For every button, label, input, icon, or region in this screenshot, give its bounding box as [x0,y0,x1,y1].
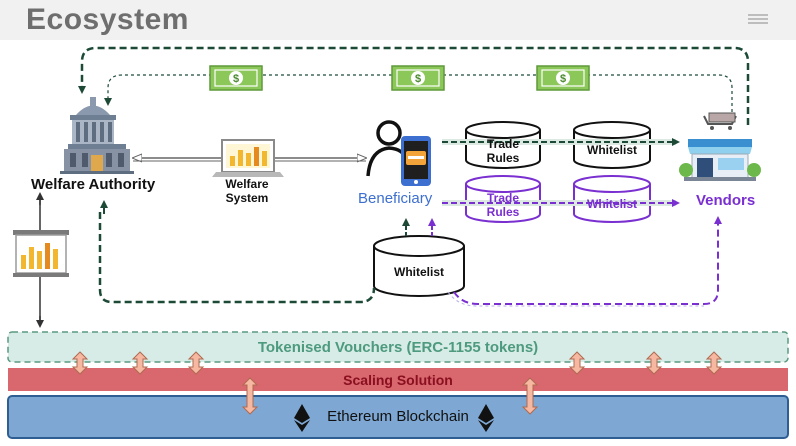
layer-link-arrows [71,351,723,415]
shop-cart-icon [679,112,761,181]
projector-chart-icon [13,230,69,277]
svg-text:$: $ [415,73,421,85]
dollar-bill-icon: $ [209,65,263,91]
dollar-bill-icon: $ [391,65,445,91]
dollar-bill-icon: $ [536,65,590,91]
page-title: Ecosystem [26,3,189,36]
title-bar [0,0,796,40]
scaling-solution-layer [8,368,788,391]
laptop-chart-icon [212,139,284,177]
hamburger-menu-icon[interactable] [748,14,768,24]
svg-text:$: $ [233,73,239,85]
whitelist-label: Whitelist [587,143,637,157]
ethereum-layer [7,395,789,439]
person-phone-icon [366,120,431,186]
scaling-solution-label: Scaling Solution [343,372,453,388]
welfare-system-label: Welfare System [225,177,269,205]
ethereum-logo-icon [478,404,494,432]
authority-to-whitelist-loop [98,200,376,304]
tokenised-vouchers-label: Tokenised Vouchers (ERC-1155 tokens) [257,339,539,356]
ethereum-logo-icon [294,404,310,432]
whitelist-to-vendors-loop [447,216,722,307]
whitelist-purple-label: Whitelist [587,197,637,211]
center-whitelist-label: Whitelist [394,265,444,279]
government-building-icon [60,97,134,174]
vendors-label: Vendors [696,192,756,209]
trade-rules-purple-label: Trade Rules [486,191,520,219]
trade-rules-label: Trade Rules [486,137,520,165]
welfare-authority-label: Welfare Authority [31,176,156,193]
beneficiary-label: Beneficiary [358,190,433,207]
tokenised-vouchers-layer [7,331,789,363]
ethereum-blockchain-label: Ethereum Blockchain [327,408,469,425]
svg-text:$: $ [560,73,566,85]
center-whitelist-cylinder [373,235,465,297]
